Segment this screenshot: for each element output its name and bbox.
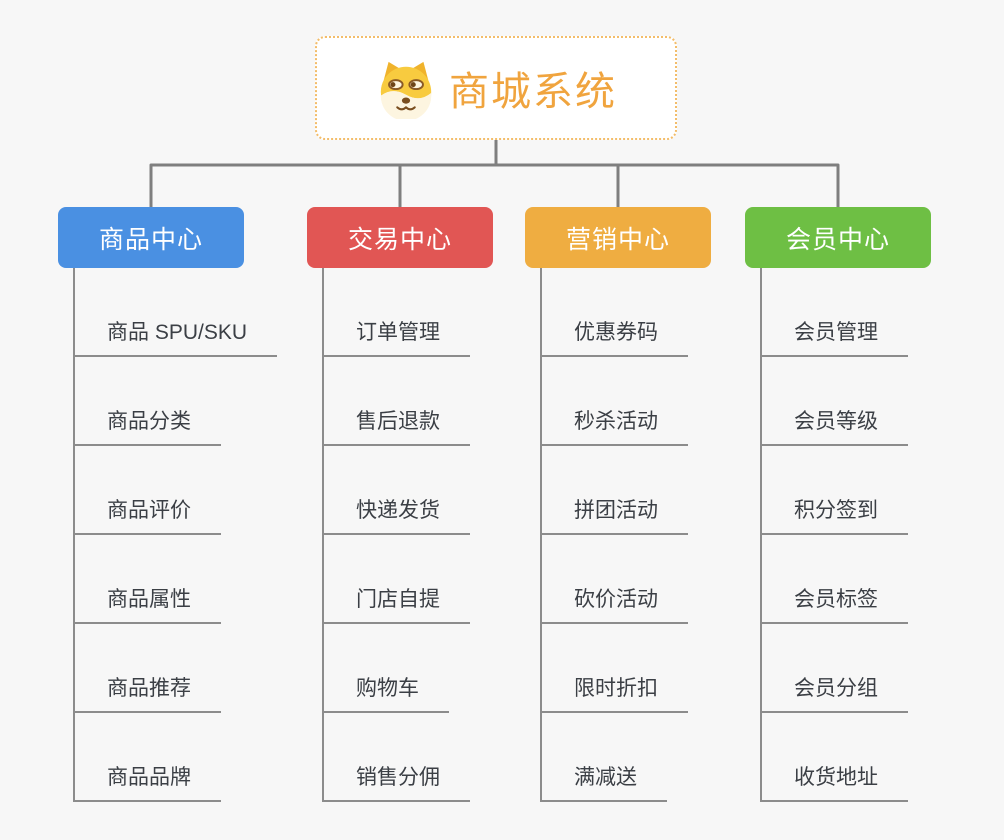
child-node-label: 商品品牌 xyxy=(75,761,221,802)
child-node[interactable]: 商品评价 xyxy=(75,446,277,535)
child-node-label: 商品评价 xyxy=(75,494,221,535)
branch-marketing-center: 营销中心 优惠券码 秒杀活动 拼团活动 砍价活动 限时折扣 满减送 xyxy=(525,207,711,802)
child-node[interactable]: 秒杀活动 xyxy=(542,357,711,446)
child-node[interactable]: 商品推荐 xyxy=(75,624,277,713)
child-node-label: 销售分佣 xyxy=(324,761,470,802)
child-node-label: 商品分类 xyxy=(75,405,221,446)
root-node-title: 商城系统 xyxy=(449,70,617,114)
branch-member-center: 会员中心 会员管理 会员等级 积分签到 会员标签 会员分组 收货地址 xyxy=(745,207,931,802)
child-node-label: 售后退款 xyxy=(324,405,470,446)
child-node-label: 积分签到 xyxy=(762,494,908,535)
child-node-label: 会员等级 xyxy=(762,405,908,446)
child-node-label: 订单管理 xyxy=(324,316,470,357)
child-node[interactable]: 商品 SPU/SKU xyxy=(75,268,278,357)
branch-trade-center: 交易中心 订单管理 售后退款 快递发货 门店自提 购物车 销售分佣 xyxy=(307,207,493,802)
child-node[interactable]: 优惠券码 xyxy=(542,268,711,357)
child-node-label: 拼团活动 xyxy=(542,494,688,535)
branch-children: 商品 SPU/SKU 商品分类 商品评价 商品属性 商品推荐 商品品牌 xyxy=(73,268,278,802)
child-node[interactable]: 销售分佣 xyxy=(324,713,493,802)
child-node-label: 收货地址 xyxy=(762,761,908,802)
child-node-label: 会员管理 xyxy=(762,316,908,357)
child-node[interactable]: 订单管理 xyxy=(324,268,493,357)
branch-children: 订单管理 售后退款 快递发货 门店自提 购物车 销售分佣 xyxy=(322,268,493,802)
child-node-label: 购物车 xyxy=(324,672,449,713)
child-node[interactable]: 会员标签 xyxy=(762,535,931,624)
child-node[interactable]: 积分签到 xyxy=(762,446,931,535)
child-node-label: 秒杀活动 xyxy=(542,405,688,446)
child-node-label: 快递发货 xyxy=(324,494,470,535)
child-node[interactable]: 售后退款 xyxy=(324,357,493,446)
child-node[interactable]: 砍价活动 xyxy=(542,535,711,624)
child-node-label: 会员标签 xyxy=(762,583,908,624)
branch-product-center: 商品中心 商品 SPU/SKU 商品分类 商品评价 商品属性 商品推荐 商品品牌 xyxy=(58,207,278,802)
child-node[interactable]: 会员分组 xyxy=(762,624,931,713)
branch-node-member-center[interactable]: 会员中心 xyxy=(745,207,931,268)
child-node[interactable]: 满减送 xyxy=(542,713,711,802)
child-node-label: 砍价活动 xyxy=(542,583,688,624)
child-node[interactable]: 门店自提 xyxy=(324,535,493,624)
branch-children: 优惠券码 秒杀活动 拼团活动 砍价活动 限时折扣 满减送 xyxy=(540,268,711,802)
branch-node-product-center[interactable]: 商品中心 xyxy=(58,207,244,268)
child-node[interactable]: 商品属性 xyxy=(75,535,277,624)
child-node-label: 优惠券码 xyxy=(542,316,688,357)
branch-children: 会员管理 会员等级 积分签到 会员标签 会员分组 收货地址 xyxy=(760,268,931,802)
dog-face-icon xyxy=(380,61,432,119)
child-node-label: 商品推荐 xyxy=(75,672,221,713)
branch-node-trade-center[interactable]: 交易中心 xyxy=(307,207,493,268)
child-node-label: 会员分组 xyxy=(762,672,908,713)
child-node[interactable]: 会员等级 xyxy=(762,357,931,446)
child-node[interactable]: 收货地址 xyxy=(762,713,931,802)
child-node-label: 商品属性 xyxy=(75,583,221,624)
child-node[interactable]: 限时折扣 xyxy=(542,624,711,713)
child-node-label: 满减送 xyxy=(542,761,667,802)
child-node[interactable]: 拼团活动 xyxy=(542,446,711,535)
child-node[interactable]: 快递发货 xyxy=(324,446,493,535)
child-node[interactable]: 会员管理 xyxy=(762,268,931,357)
child-node[interactable]: 购物车 xyxy=(324,624,493,713)
root-node[interactable]: 商城系统 xyxy=(315,36,677,140)
child-node[interactable]: 商品品牌 xyxy=(75,713,277,802)
child-node-label: 商品 SPU/SKU xyxy=(75,316,278,357)
child-node-label: 门店自提 xyxy=(324,583,470,624)
child-node[interactable]: 商品分类 xyxy=(75,357,277,446)
branch-node-marketing-center[interactable]: 营销中心 xyxy=(525,207,711,268)
child-node-label: 限时折扣 xyxy=(542,672,688,713)
